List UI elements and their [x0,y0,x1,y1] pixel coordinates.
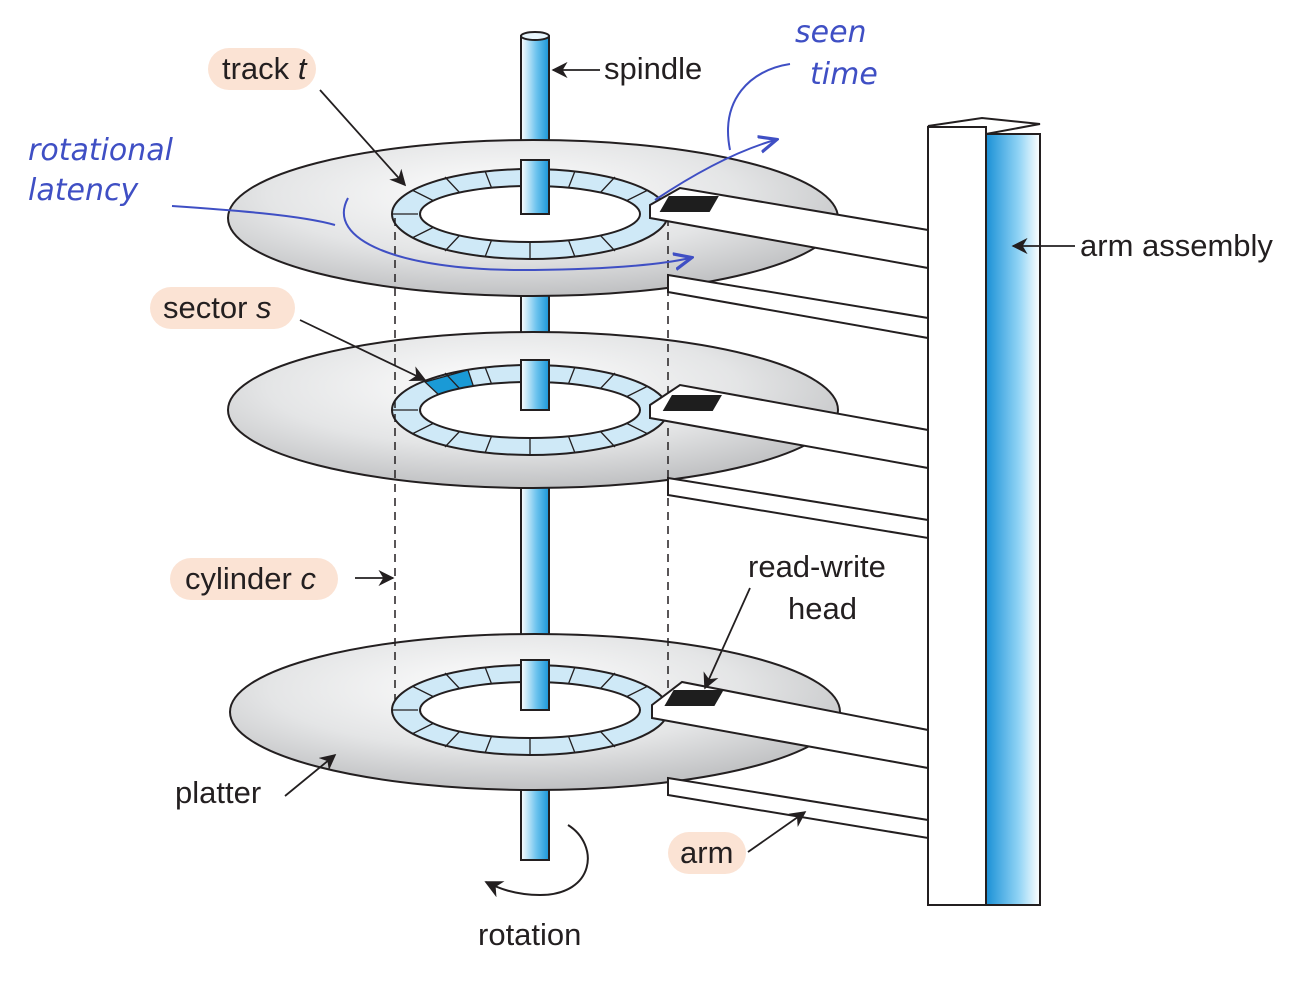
arm-top [649,186,929,340]
annotation-seek-time: seen time [654,15,878,201]
arm-assembly [927,116,1041,906]
label-sector: sector s [150,287,295,329]
platter-bottom [229,633,841,791]
svg-text:latency: latency [28,173,139,208]
label-arm-assembly: arm assembly [1080,228,1273,263]
cylinder-lines [394,218,669,700]
label-arm: arm [668,832,746,874]
arm-middle [649,383,929,540]
svg-text:cylinder c: cylinder c [185,561,316,596]
svg-text:arm: arm [680,835,733,870]
platter-middle [227,331,839,489]
svg-text:seen: seen [795,15,867,50]
label-spindle: spindle [604,51,702,86]
rotation-arrow [484,824,589,898]
svg-text:track t: track t [222,51,308,86]
annotation-rotational-latency: rotational latency [28,133,690,272]
label-read-write-line1: read-write [748,549,886,584]
read-write-head-bottom [664,690,724,706]
svg-text:time: time [810,57,878,92]
svg-text:rotational: rotational [28,133,174,168]
label-track: track t [208,48,316,90]
arm-bottom [651,680,929,840]
svg-text:sector s: sector s [163,290,272,325]
read-write-head-middle [662,395,722,411]
label-read-write-line2: head [788,591,857,626]
label-rotation: rotation [478,917,581,952]
label-cylinder: cylinder c [170,558,338,600]
read-write-head-top [659,196,719,212]
leader-lines [284,61,1075,853]
label-platter: platter [175,775,261,810]
